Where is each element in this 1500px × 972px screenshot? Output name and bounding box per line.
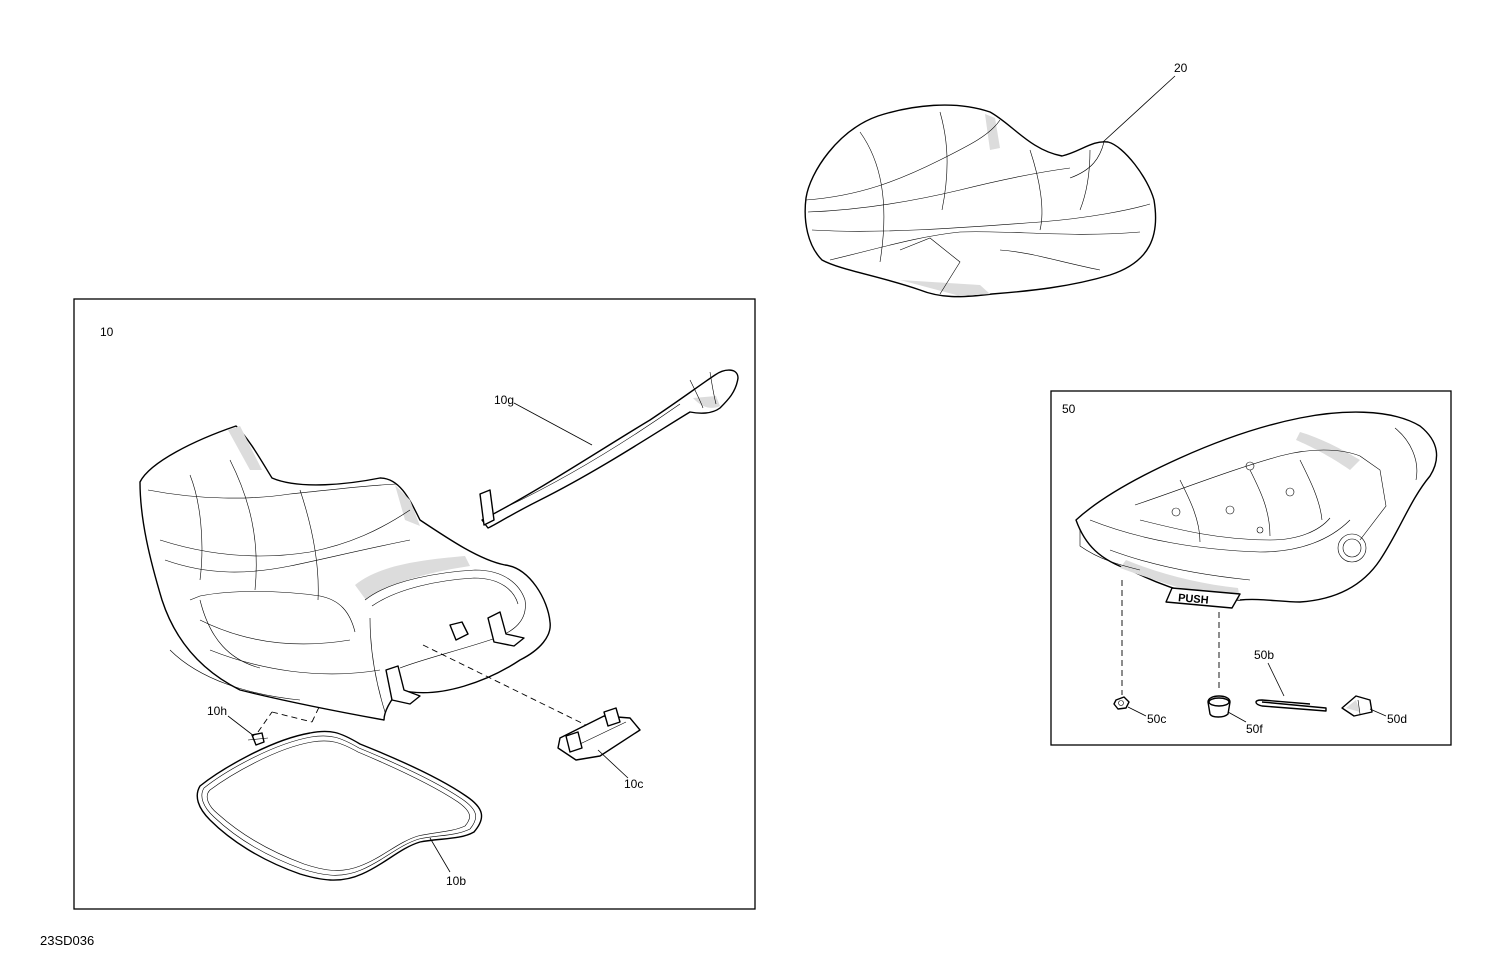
gasket-10b: 10b — [196, 730, 483, 888]
callout-10b: 10b — [429, 837, 466, 888]
seat-base-50: PUSH — [1075, 411, 1438, 609]
strap-10g: 10g — [479, 369, 739, 529]
callout-label-10c: 10c — [624, 777, 643, 791]
grommet-50f: 50f — [1207, 695, 1263, 736]
group-10-label: 10 — [100, 325, 114, 339]
group-50-label: 50 — [1062, 402, 1076, 416]
callout-label-50b: 50b — [1254, 648, 1274, 662]
group-50-frame — [1050, 390, 1452, 746]
group-50: 50 PUSH — [1050, 390, 1452, 746]
callout-10h: 10h — [207, 704, 255, 737]
group-10: 10 — [73, 298, 756, 910]
callout-label-20: 20 — [1174, 61, 1188, 75]
callout-label-50f: 50f — [1246, 722, 1263, 736]
pin-50b: 50b — [1254, 648, 1327, 712]
callout-label-10g: 10g — [494, 393, 514, 407]
callout-label-10h: 10h — [207, 704, 227, 718]
callout-20: 20 — [1102, 61, 1188, 143]
callout-label-50c: 50c — [1147, 712, 1166, 726]
nut-50c: 50c — [1113, 696, 1166, 726]
callout-10g: 10g — [494, 393, 593, 446]
callout-label-10b: 10b — [446, 874, 466, 888]
callout-label-50d: 50d — [1387, 712, 1407, 726]
diagram-code: 23SD036 — [40, 933, 94, 948]
group-10-frame — [73, 298, 756, 910]
callout-10c: 10c — [597, 749, 643, 791]
seat-assembly-20: 20 — [804, 61, 1188, 298]
bolt-10h: 10h — [207, 704, 321, 746]
seat-cover-10 — [139, 425, 551, 721]
push-stamp: PUSH — [1178, 592, 1210, 607]
clip-50d: 50d — [1341, 695, 1407, 726]
latch-10c: 10c — [422, 644, 643, 791]
